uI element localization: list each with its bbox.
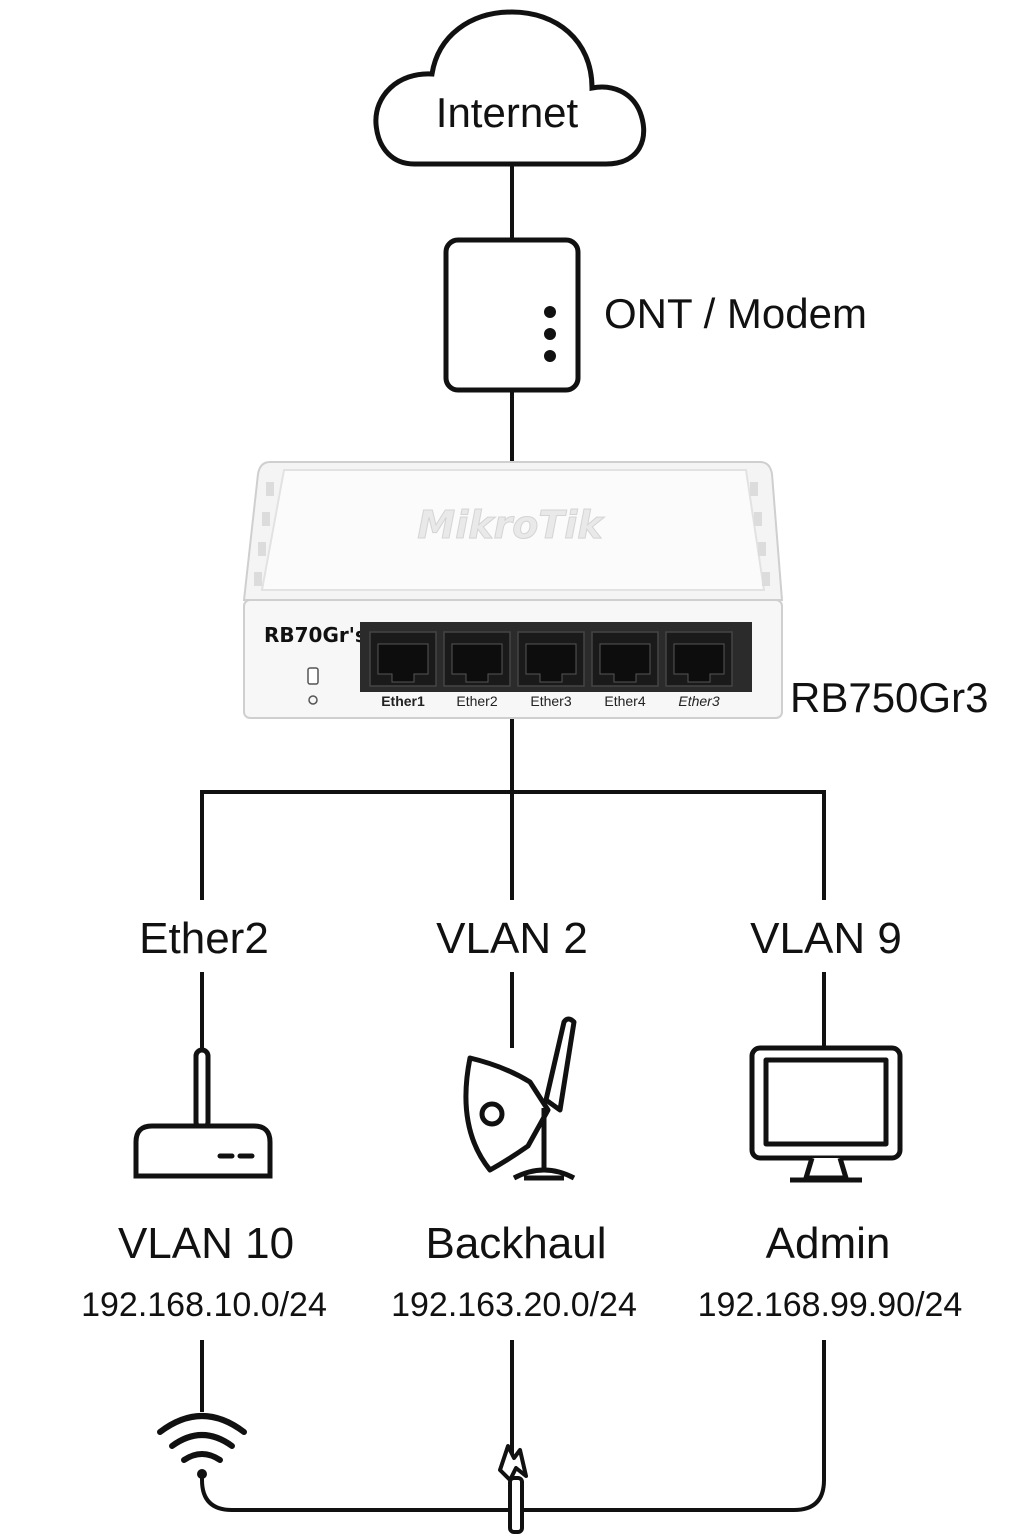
- branch-link-label-vlan9: VLAN 9: [750, 914, 902, 963]
- modem-label: ONT / Modem: [604, 290, 867, 337]
- modem-led: [544, 306, 556, 318]
- monitor-icon: [749, 1045, 903, 1183]
- port-label: Ether4: [604, 693, 645, 709]
- branch-subnet-backhaul: 192.163.20.0/24: [391, 1286, 637, 1324]
- ethernet-port: [369, 631, 437, 687]
- branch-subnet-admin: 192.168.99.90/24: [698, 1286, 963, 1324]
- branch-name-vlan10: VLAN 10: [118, 1219, 294, 1268]
- modem-icon: [443, 237, 581, 393]
- branch-name-admin: Admin: [766, 1219, 891, 1268]
- port-label: Ether3: [530, 693, 571, 709]
- cloud-icon: [373, 9, 647, 167]
- branch-subnet-vlan10: 192.168.10.0/24: [81, 1286, 327, 1324]
- lightning-icon: [498, 1444, 528, 1534]
- router-brand: RB70Gr's: [264, 623, 367, 647]
- router-vents: [254, 482, 770, 586]
- sector-antenna-icon: [463, 1016, 577, 1181]
- reset-button-icon: [307, 667, 319, 685]
- ethernet-port: [665, 631, 733, 687]
- port-label: Ether1: [381, 693, 425, 709]
- branch-link-label-vlan2: VLAN 2: [436, 914, 588, 963]
- port-label: Ether3: [678, 693, 719, 709]
- ethernet-port: [591, 631, 659, 687]
- router-logo: MikroTik: [417, 503, 605, 547]
- modem-led: [544, 350, 556, 362]
- ethernet-ports: Ether1 Ether2 Ether3 Ether4 Ether3: [369, 631, 733, 709]
- modem-led: [544, 328, 556, 340]
- wifi-router-icon: [133, 1047, 273, 1179]
- modem: ONT / Modem: [443, 237, 867, 393]
- branch-name-backhaul: Backhaul: [425, 1219, 606, 1268]
- internet-cloud: Internet: [373, 9, 647, 167]
- ethernet-port: [443, 631, 511, 687]
- port-label: Ether2: [456, 693, 497, 709]
- power-icon: [308, 695, 318, 705]
- router-model: RB750Gr3: [790, 674, 988, 721]
- branch-link-label-ether2: Ether2: [139, 914, 269, 963]
- ethernet-port: [517, 631, 585, 687]
- wifi-icon: [157, 1413, 247, 1479]
- internet-label: Internet: [436, 89, 579, 136]
